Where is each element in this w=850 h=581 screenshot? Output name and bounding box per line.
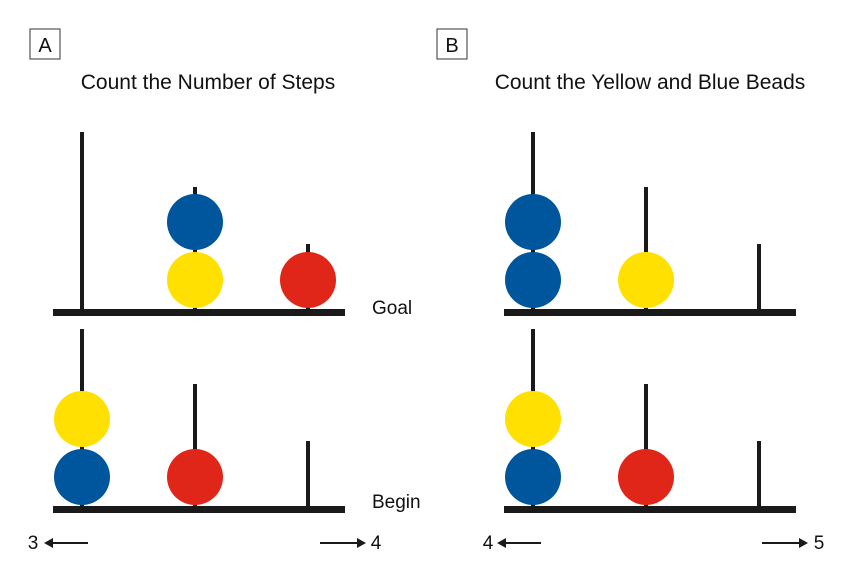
goal-board (504, 132, 796, 316)
left-count: 4 (483, 533, 494, 554)
panel-letter: B (445, 35, 458, 57)
panel-title: Count the Number of Steps (81, 71, 335, 94)
yellow-bead (54, 391, 110, 447)
right-count: 5 (814, 533, 825, 554)
red-bead (618, 449, 674, 505)
board-base (504, 309, 796, 316)
blue-bead (505, 449, 561, 505)
yellow-bead (167, 252, 223, 308)
panel-letter-box (29, 28, 61, 60)
begin-board (504, 329, 796, 513)
left-arrow-icon (44, 538, 88, 548)
red-bead (167, 449, 223, 505)
goal-label: Goal (372, 298, 412, 319)
panel-title: Count the Yellow and Blue Beads (495, 71, 806, 94)
begin-label: Begin (372, 492, 421, 513)
left-arrow-icon (497, 538, 541, 548)
blue-bead (54, 449, 110, 505)
board-base (504, 506, 796, 513)
blue-bead (505, 194, 561, 250)
begin-board (53, 329, 345, 513)
right-arrow-icon (762, 538, 808, 548)
red-bead (280, 252, 336, 308)
right-arrow-icon (320, 538, 366, 548)
panel-b: B Count the Yellow and Blue Beads 4 5 (436, 28, 825, 554)
left-count: 3 (28, 533, 39, 554)
yellow-bead (618, 252, 674, 308)
right-count: 4 (371, 533, 382, 554)
panel-a: A Count the Number of Steps Goal Begin 3… (28, 28, 421, 554)
board-base (53, 506, 345, 513)
yellow-bead (505, 391, 561, 447)
blue-bead (505, 252, 561, 308)
board-base (53, 309, 345, 316)
panel-letter: A (38, 35, 52, 57)
blue-bead (167, 194, 223, 250)
goal-board (53, 132, 345, 316)
panel-letter-box (436, 28, 468, 60)
